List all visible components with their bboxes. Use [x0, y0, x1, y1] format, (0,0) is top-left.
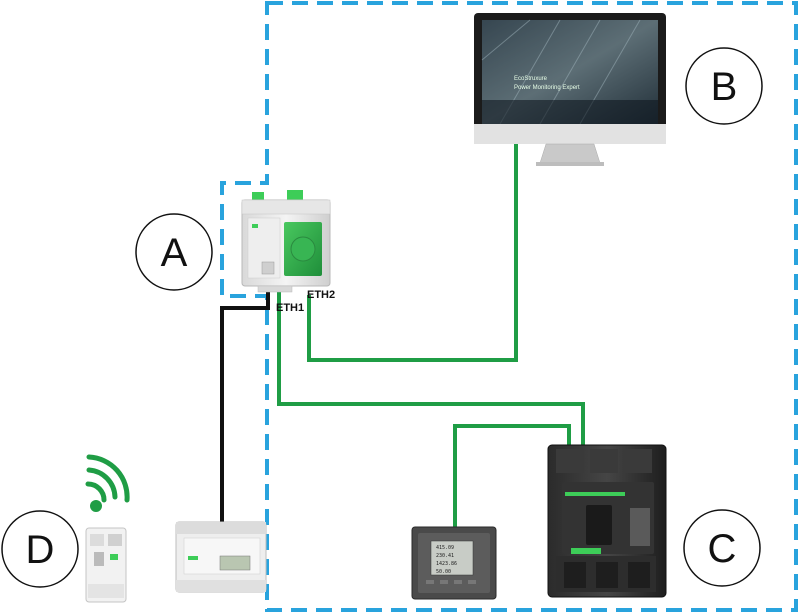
circuit-breaker: [547, 444, 667, 598]
callout-b-label: B: [711, 65, 738, 109]
eth1-label: ETH1: [276, 302, 304, 314]
callout-d-label: D: [26, 528, 55, 572]
eth1-cable-to-breaker: [277, 292, 585, 452]
wireless-device: [85, 527, 127, 603]
callout-d: D: [1, 510, 79, 588]
energy-meter: [175, 521, 267, 593]
meter-reading: 415.09: [436, 545, 454, 551]
callout-c: C: [683, 509, 761, 587]
meter-reading: 50.00: [436, 569, 451, 575]
eth2-label: ETH2: [307, 289, 335, 301]
meter-reading: 1423.86: [436, 561, 457, 567]
modbus-cable: [220, 292, 270, 522]
eth2-cable-to-monitor: [307, 143, 518, 362]
meter-display: 415.09 230.41 1423.86 50.00: [436, 545, 457, 575]
callout-a-label: A: [161, 231, 188, 275]
meter-to-breaker-cable: [453, 424, 571, 530]
gateway-device: [241, 190, 331, 293]
ethernet-cables: [277, 143, 585, 530]
meter-reading: 230.41: [436, 553, 454, 559]
monitor-app-title: Power Monitoring Expert: [514, 85, 580, 91]
callout-b: B: [685, 47, 763, 125]
wifi-signal-icon: [85, 454, 130, 512]
callout-a: A: [135, 213, 213, 291]
power-meter: [411, 526, 497, 600]
callout-c-label: C: [708, 527, 737, 571]
monitor-brand: EcoStruxure: [514, 76, 548, 82]
monitor-workstation: [474, 13, 666, 166]
